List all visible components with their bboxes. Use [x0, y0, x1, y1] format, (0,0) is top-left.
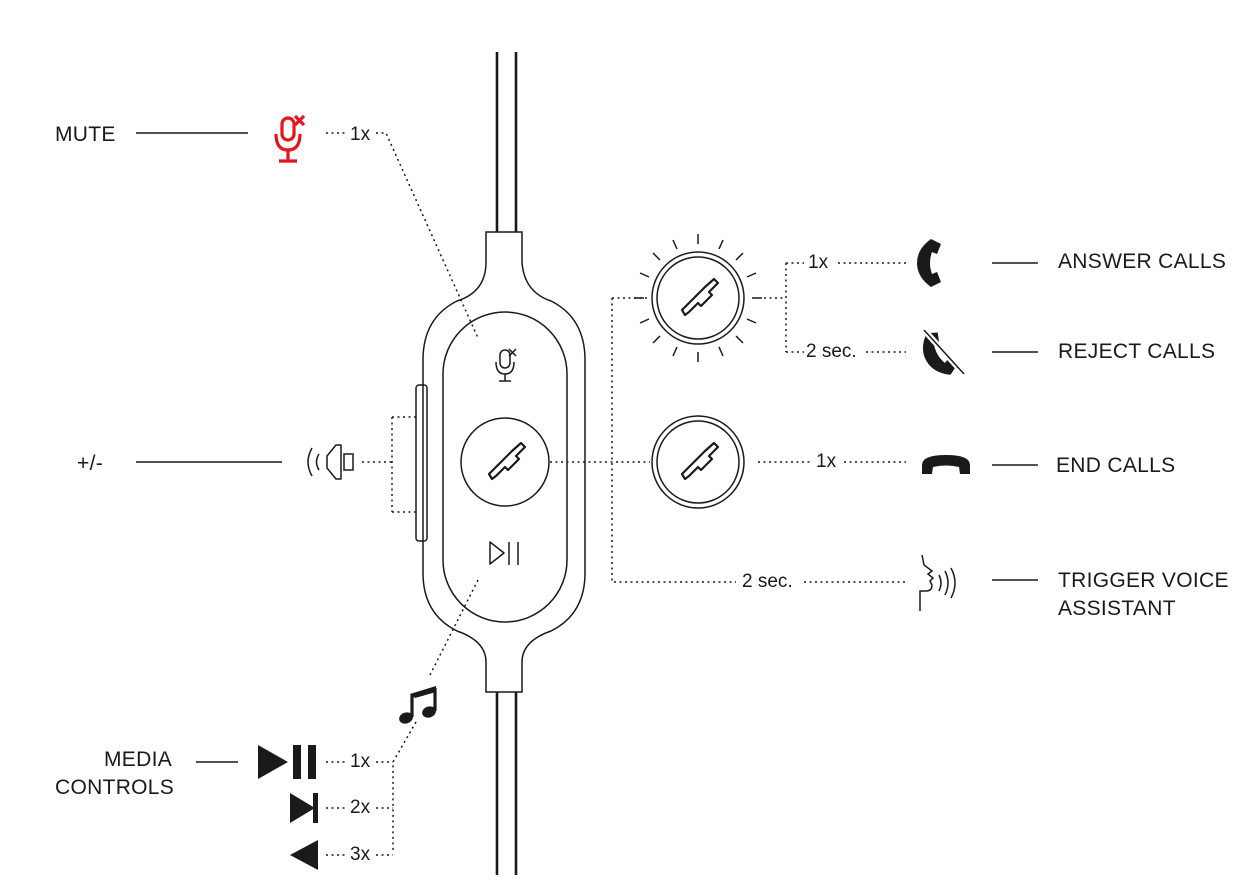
voice-assistant-label-line2: ASSISTANT	[1058, 597, 1176, 620]
play-pause-count: 1x	[348, 751, 373, 773]
end-count: 1x	[814, 451, 839, 473]
media-label-line1: MEDIA	[104, 748, 173, 771]
voice-count: 2 sec.	[740, 571, 795, 593]
previous-track-icon	[290, 840, 318, 870]
reject-count: 2 sec.	[804, 341, 859, 363]
speaker-icon	[307, 444, 354, 480]
answer-calls-label: ANSWER CALLS	[1058, 250, 1227, 273]
next-track-count: 2x	[348, 797, 373, 819]
phone-answer-icon	[917, 239, 941, 287]
cable	[495, 52, 518, 875]
phone-hangup-icon	[922, 455, 970, 474]
end-calls-label: END CALLS	[1056, 454, 1176, 477]
media-connector	[196, 579, 479, 856]
mic-muted-icon	[274, 114, 306, 163]
next-track-icon	[290, 793, 318, 823]
music-note-icon	[399, 686, 437, 724]
play-pause-icon	[258, 745, 316, 779]
voice-assistant-label-line1: TRIGGER VOICE	[1058, 569, 1229, 592]
inline-remote	[415, 231, 586, 693]
volume-label: +/-	[77, 452, 103, 475]
mute-count: 1x	[348, 124, 373, 146]
end-voice-connector	[758, 461, 1038, 583]
remote-play-pause-button[interactable]	[489, 541, 519, 565]
phone-reject-icon	[921, 327, 967, 377]
mute-label: MUTE	[55, 123, 116, 146]
ringing-call-button	[634, 234, 762, 362]
remote-call-button[interactable]	[460, 417, 550, 507]
previous-track-count: 3x	[348, 844, 373, 866]
answer-reject-connector	[764, 262, 1038, 353]
reject-calls-label: REJECT CALLS	[1058, 340, 1216, 363]
media-label-line2: CONTROLS	[55, 776, 175, 799]
active-call-button	[651, 415, 745, 509]
volume-rocker[interactable]	[415, 384, 428, 542]
answer-count: 1x	[806, 252, 831, 274]
remote-mute-button[interactable]	[495, 348, 517, 382]
voice-assistant-icon	[919, 554, 956, 611]
volume-connector	[136, 416, 416, 513]
call-connector-tree	[550, 297, 736, 583]
mute-connector	[136, 132, 479, 339]
